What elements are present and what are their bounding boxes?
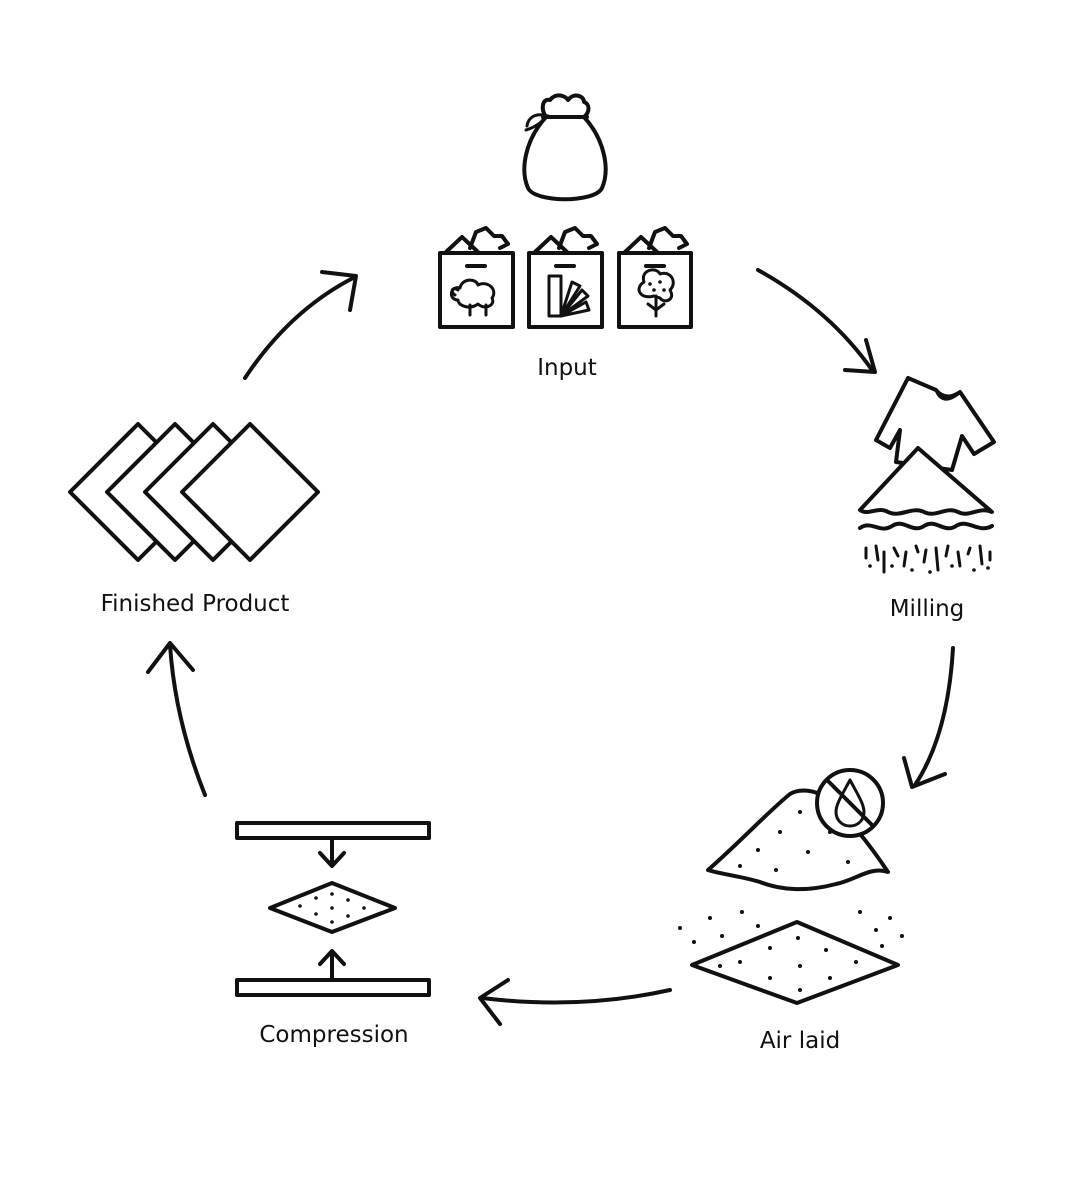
- fibre-particles-icon: [864, 544, 992, 574]
- arrow-finished-to-input: [243, 270, 358, 380]
- fabric-pile-icon: [858, 446, 994, 531]
- fibre-mat-icon: [678, 910, 904, 1005]
- no-water-icon: [815, 768, 885, 838]
- press-plate-icon: [235, 949, 431, 997]
- tshirt-icon: [874, 376, 996, 472]
- wool-bin-icon: [438, 226, 515, 329]
- stacked-panels-icon: [68, 422, 320, 562]
- arrow-airlaid-to-compression: [478, 978, 672, 1026]
- step-label-compression: Compression: [259, 1022, 409, 1048]
- arrow-input-to-milling: [756, 268, 877, 374]
- compressed-mat-icon: [268, 881, 397, 934]
- step-label-air-laid: Air laid: [759, 1028, 841, 1054]
- step-label-finished-product: Finished Product: [100, 591, 290, 617]
- press-plate-icon: [235, 821, 431, 868]
- arrow-milling-to-airlaid: [902, 646, 955, 789]
- arrow-compression-to-finished: [146, 641, 207, 797]
- cotton-bin-icon: [617, 226, 693, 329]
- step-label-milling: Milling: [889, 596, 965, 622]
- step-label-input: Input: [537, 355, 597, 381]
- sack-icon: [522, 93, 608, 202]
- synthetic-bin-icon: [527, 226, 604, 329]
